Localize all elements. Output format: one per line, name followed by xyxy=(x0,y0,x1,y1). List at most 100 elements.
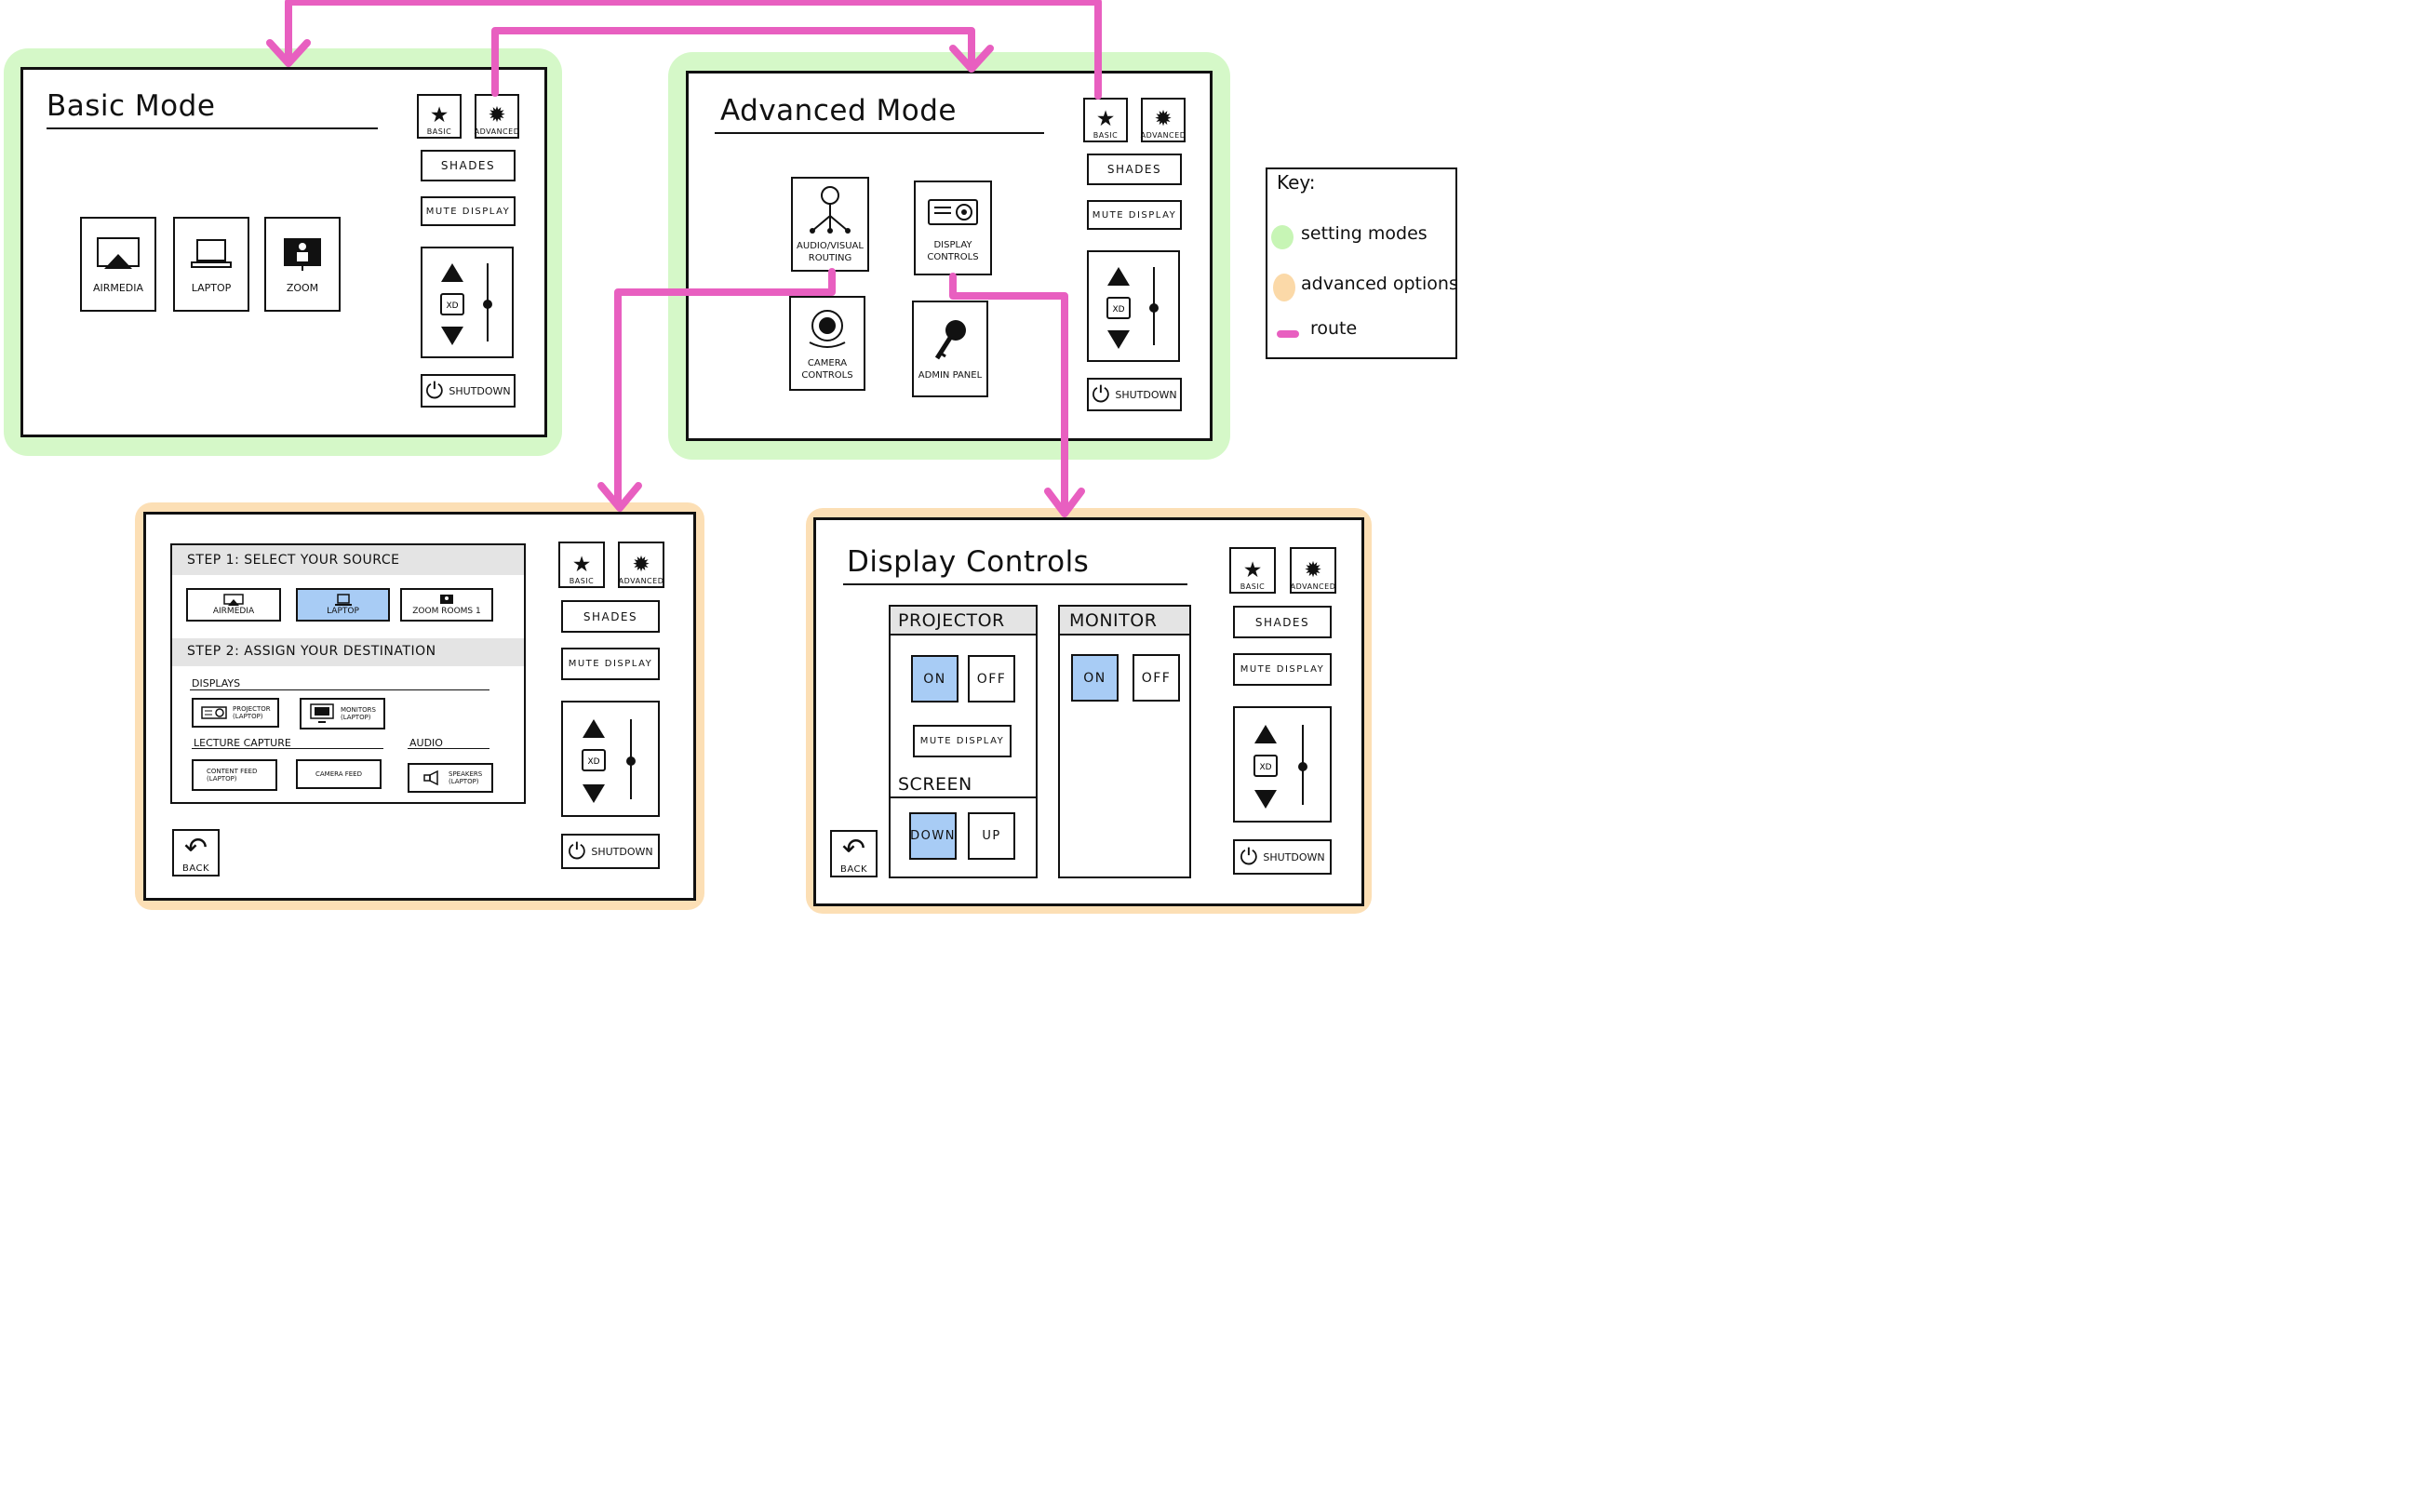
basic-mode-button[interactable]: ★ BASIC xyxy=(1229,547,1276,594)
routing-source-airmedia[interactable]: AIRMEDIA xyxy=(186,588,281,622)
route-arrows xyxy=(266,0,1102,517)
power-icon: ⏻ xyxy=(1240,844,1258,870)
volume-slider-handle[interactable] xyxy=(626,756,636,766)
tile-admin-panel[interactable]: ADMIN PANEL xyxy=(912,301,988,397)
dest-camera-feed[interactable]: CAMERA FEED xyxy=(296,759,382,789)
legend-swatch-route xyxy=(1277,330,1299,338)
route-av-routing-arrowhead xyxy=(597,482,642,512)
volume-slider-handle[interactable] xyxy=(1298,762,1307,771)
volume-down-icon[interactable] xyxy=(441,327,463,345)
volume-up-icon[interactable] xyxy=(441,263,463,282)
projector-mute-display-button[interactable]: MUTE DISPLAY xyxy=(913,725,1012,757)
shutdown-button[interactable]: ⏻ SHUTDOWN xyxy=(561,834,660,869)
audio-label: AUDIO xyxy=(409,737,443,749)
display-controls-title: Display Controls xyxy=(847,545,1090,579)
dest-speakers[interactable]: SPEAKERS (LAPTOP) xyxy=(408,763,493,793)
volume-mute-icon[interactable] xyxy=(1106,297,1131,319)
legend-label-advanced-options: advanced options xyxy=(1301,274,1458,294)
volume-mute-icon[interactable] xyxy=(440,293,464,315)
shutdown-button[interactable]: ⏻ SHUTDOWN xyxy=(1233,839,1332,875)
back-arrow-icon: ↶ xyxy=(841,833,866,865)
shades-button[interactable]: SHADES xyxy=(561,600,660,633)
star-icon: ★ xyxy=(1242,558,1263,582)
volume-mute-icon[interactable] xyxy=(582,749,606,771)
advanced-mode-button[interactable]: ✹ ADVANCED xyxy=(618,542,664,588)
power-icon: ⏻ xyxy=(1092,381,1110,408)
dest-monitors[interactable]: MONITORS (LAPTOP) xyxy=(300,698,385,729)
advanced-mode-button[interactable]: ✹ ADVANCED xyxy=(475,94,519,139)
volume-mute-glyph: XD xyxy=(587,757,599,767)
legend-label-route: route xyxy=(1310,318,1358,339)
legend-swatch-setting-modes xyxy=(1271,225,1294,249)
monitor-on-button[interactable]: ON xyxy=(1071,654,1119,702)
back-arrow-icon: ↶ xyxy=(183,832,208,864)
airmedia-icon xyxy=(223,594,244,606)
source-tile-zoom[interactable]: ZOOM xyxy=(264,217,341,312)
volume-down-icon[interactable] xyxy=(583,784,605,803)
title-underline xyxy=(715,132,1044,134)
volume-up-icon[interactable] xyxy=(1107,267,1130,286)
power-icon: ⏻ xyxy=(425,378,444,404)
volume-control: XD xyxy=(421,247,514,358)
title-underline xyxy=(47,127,378,129)
laptop-icon xyxy=(191,238,232,268)
tile-camera-controls[interactable]: CAMERA CONTROLS xyxy=(789,296,865,391)
shutdown-button[interactable]: ⏻ SHUTDOWN xyxy=(421,374,516,408)
routing-source-zoom[interactable]: ZOOM ROOMS 1 xyxy=(400,588,493,622)
projector-off-button[interactable]: OFF xyxy=(968,655,1015,702)
projector-on-button[interactable]: ON xyxy=(911,655,958,702)
volume-down-icon[interactable] xyxy=(1254,790,1277,809)
mute-display-button[interactable]: MUTE DISPLAY xyxy=(421,196,516,226)
shutdown-button[interactable]: ⏻ SHUTDOWN xyxy=(1087,378,1182,411)
volume-mute-icon[interactable] xyxy=(1253,755,1278,777)
advanced-mode-button[interactable]: ✹ ADVANCED xyxy=(1290,547,1336,594)
volume-slider-handle[interactable] xyxy=(483,300,492,309)
volume-mute-glyph: XD xyxy=(446,301,458,311)
basic-mode-button[interactable]: ★ BASIC xyxy=(1083,98,1128,142)
basic-mode-button[interactable]: ★ BASIC xyxy=(558,542,605,588)
audio-underline xyxy=(408,748,489,749)
routing-source-laptop[interactable]: LAPTOP xyxy=(296,588,390,622)
projector-icon xyxy=(928,199,978,225)
volume-up-icon[interactable] xyxy=(583,719,605,738)
shades-button[interactable]: SHADES xyxy=(1233,606,1332,638)
route-advanced-to-basic-arrowhead xyxy=(266,39,311,67)
gear-icon: ✹ xyxy=(488,103,506,127)
star-icon: ★ xyxy=(429,103,449,127)
volume-up-icon[interactable] xyxy=(1254,725,1277,743)
monitor-off-button[interactable]: OFF xyxy=(1133,654,1180,702)
dest-content-feed[interactable]: CONTENT FEED (LAPTOP) xyxy=(192,759,277,791)
volume-mute-glyph: XD xyxy=(1259,763,1271,772)
mute-display-button[interactable]: MUTE DISPLAY xyxy=(561,648,660,680)
source-tile-airmedia[interactable]: AIRMEDIA xyxy=(80,217,156,312)
shades-button[interactable]: SHADES xyxy=(1087,154,1182,185)
projector-icon xyxy=(201,706,227,719)
advanced-mode-title: Advanced Mode xyxy=(720,94,957,127)
volume-slider-handle[interactable] xyxy=(1149,303,1159,313)
zoom-icon xyxy=(284,237,321,271)
projector-heading: PROJECTOR xyxy=(891,607,1036,636)
basic-mode-button[interactable]: ★ BASIC xyxy=(417,94,462,139)
monitor-icon xyxy=(310,703,334,723)
monitor-heading: MONITOR xyxy=(1060,607,1189,636)
mute-display-button[interactable]: MUTE DISPLAY xyxy=(1233,653,1332,686)
camera-icon xyxy=(809,310,846,348)
back-button[interactable]: ↶ BACK xyxy=(830,830,878,877)
screen-down-button[interactable]: DOWN xyxy=(909,812,957,860)
route-basic-to-advanced-arrowhead xyxy=(949,45,994,73)
volume-down-icon[interactable] xyxy=(1107,330,1130,349)
volume-mute-glyph: XD xyxy=(1112,305,1124,314)
displays-label: DISPLAYS xyxy=(192,677,241,689)
tile-display-controls[interactable]: DISPLAY CONTROLS xyxy=(914,181,992,275)
advanced-mode-button[interactable]: ✹ ADVANCED xyxy=(1141,98,1186,142)
lecture-capture-underline xyxy=(192,748,383,749)
dest-projector[interactable]: PROJECTOR (LAPTOP) xyxy=(192,698,279,728)
screen-up-button[interactable]: UP xyxy=(968,812,1015,860)
mute-display-button[interactable]: MUTE DISPLAY xyxy=(1087,200,1182,230)
source-tile-laptop[interactable]: LAPTOP xyxy=(173,217,249,312)
power-icon: ⏻ xyxy=(568,838,586,864)
legend-box xyxy=(1266,167,1457,359)
shades-button[interactable]: SHADES xyxy=(421,150,516,181)
back-button[interactable]: ↶ BACK xyxy=(172,829,220,876)
key-icon xyxy=(934,319,966,359)
